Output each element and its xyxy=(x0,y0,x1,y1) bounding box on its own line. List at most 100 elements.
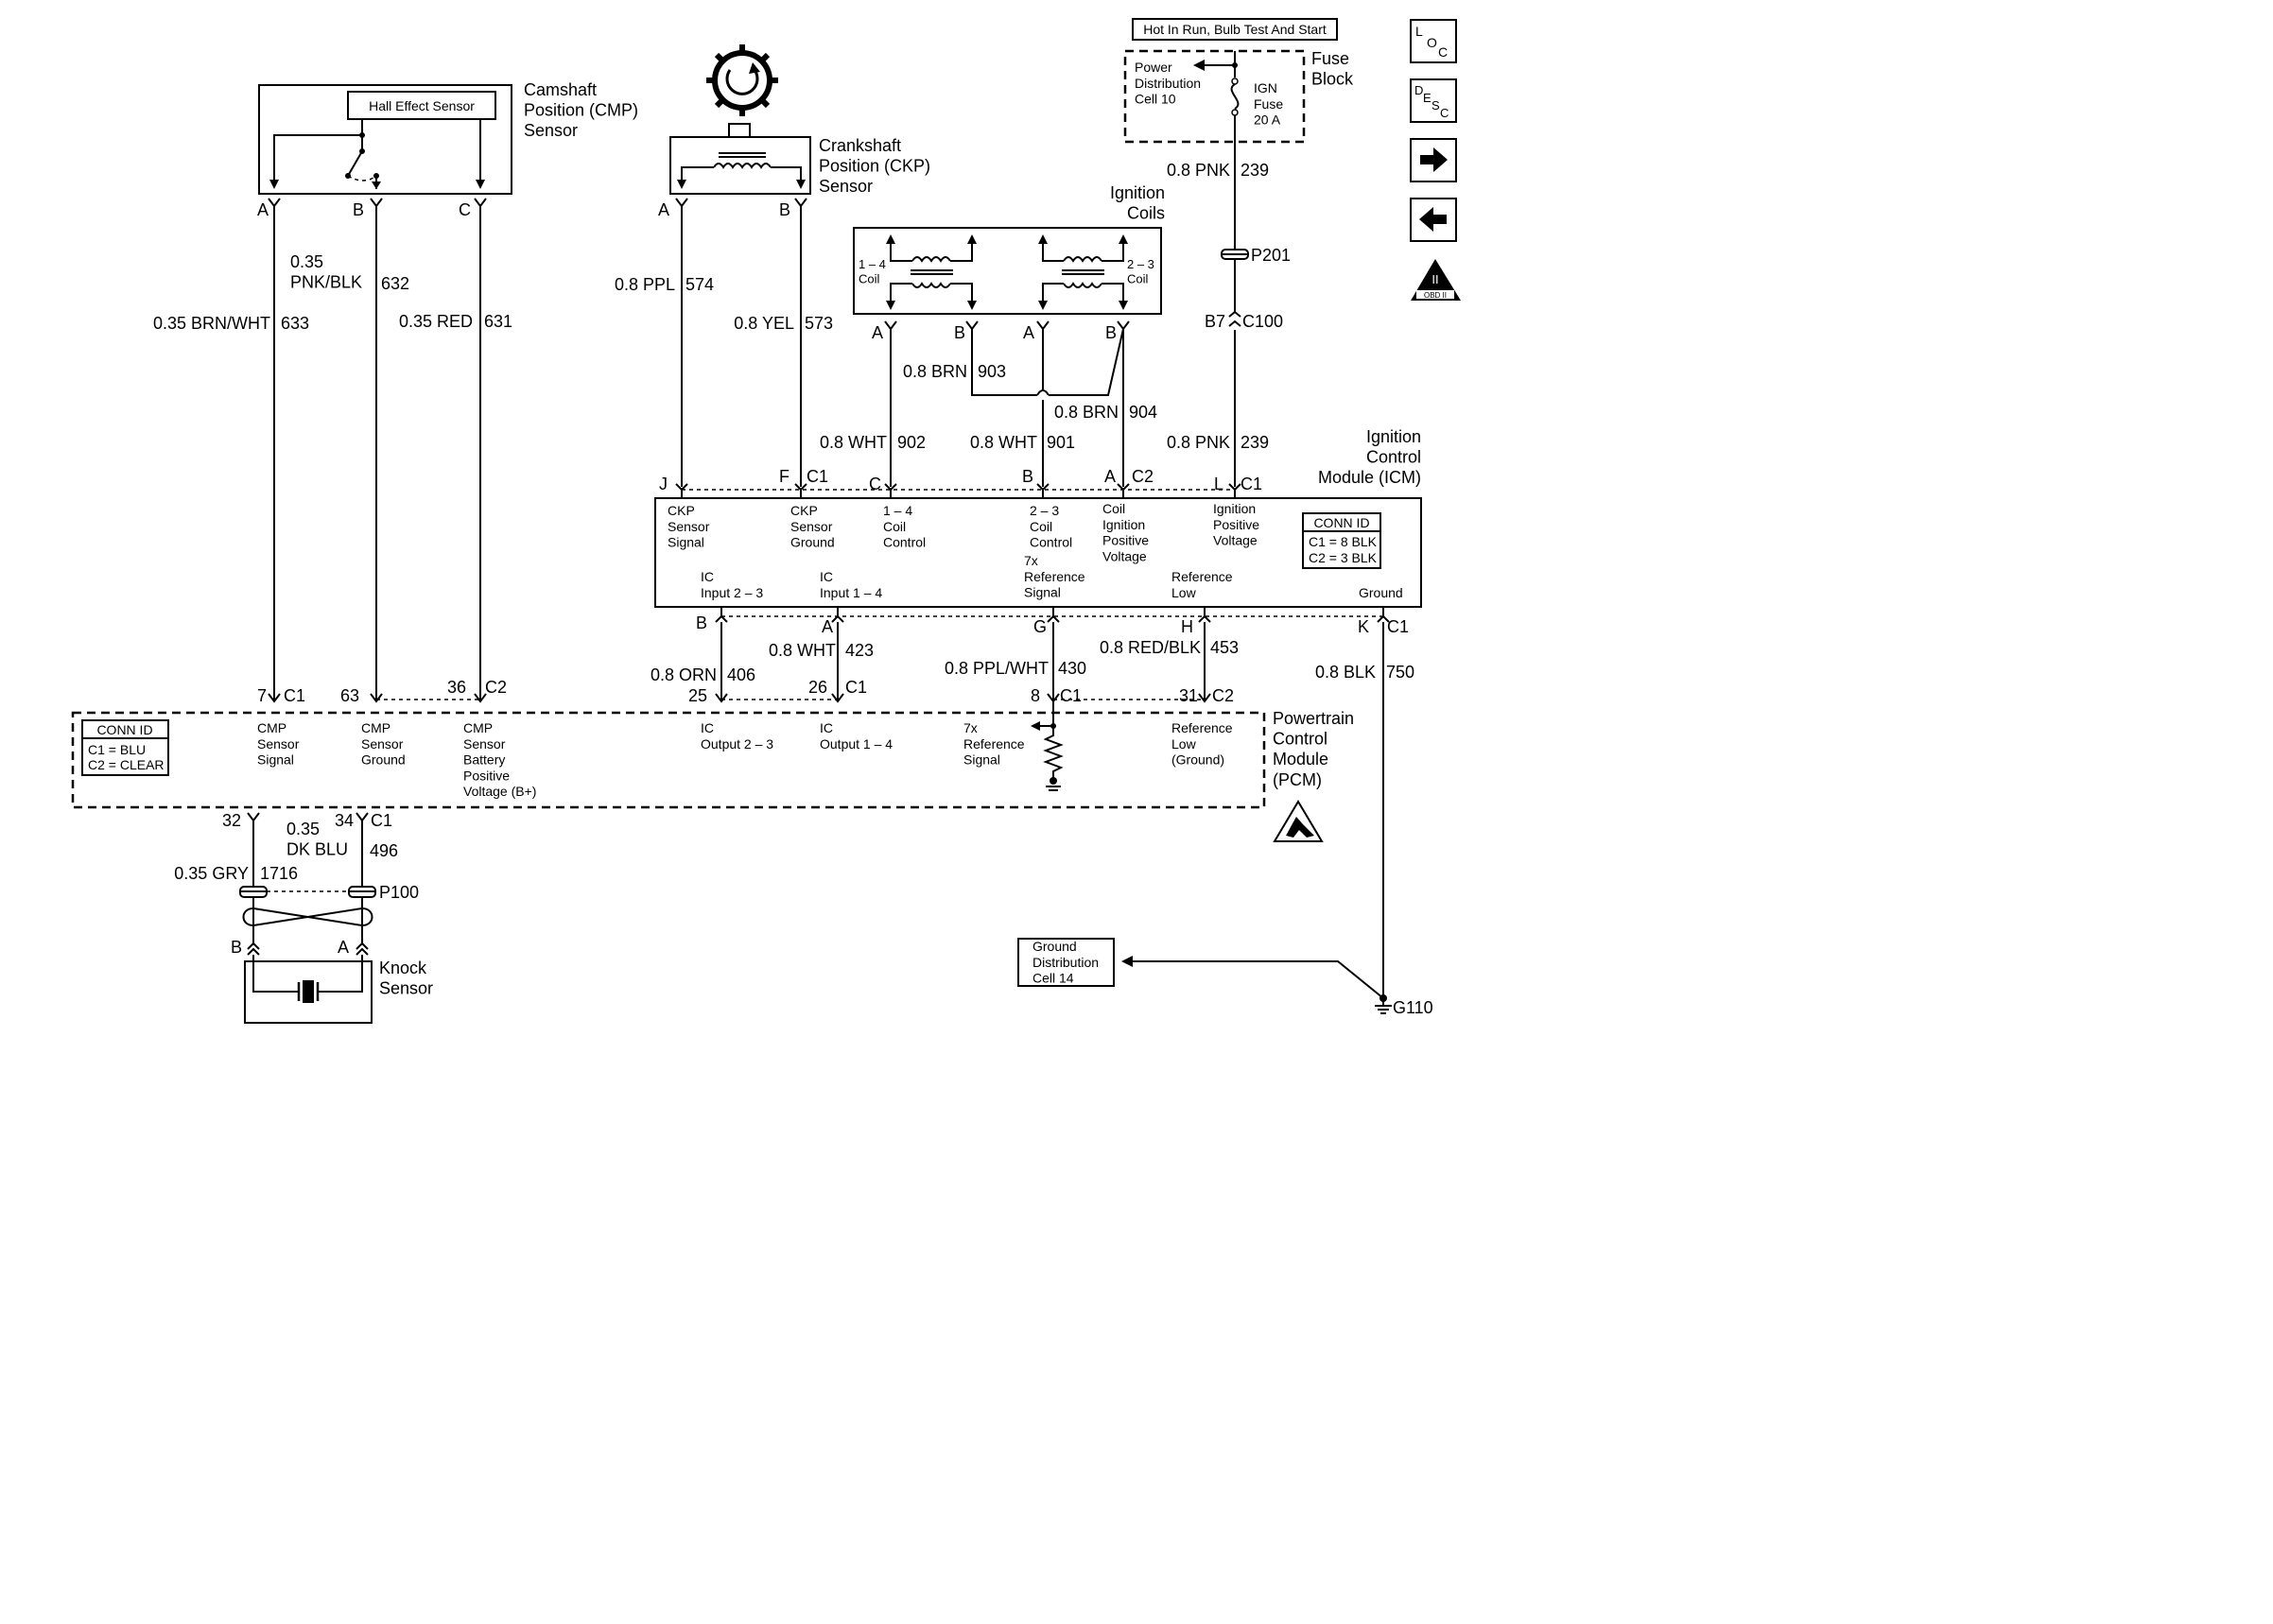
cmp-pin-a: A xyxy=(257,200,269,219)
wire-circuit: 453 xyxy=(1210,638,1239,657)
wire-label: 0.8 YEL xyxy=(734,314,794,333)
pcm-pin: 36 xyxy=(447,678,466,697)
wire-circuit: 1716 xyxy=(260,864,298,883)
p100-splice: P100 xyxy=(239,883,419,927)
pcm-pin: 31 xyxy=(1179,686,1198,705)
conn-id-line: C1 = BLU xyxy=(88,742,146,757)
cmp-pin-b: B xyxy=(353,200,364,219)
icm-pin: J xyxy=(659,475,668,493)
obd-ii-icon[interactable]: II OBD II xyxy=(1411,259,1461,301)
svg-text:C: C xyxy=(1440,106,1449,120)
p100-label: P100 xyxy=(379,883,419,902)
desc-icon[interactable]: D E S C xyxy=(1410,78,1457,123)
wire-circuit: 430 xyxy=(1058,659,1086,678)
coil-wires xyxy=(890,328,1124,487)
pcm-connector-label: C1 xyxy=(284,686,305,705)
p201-label: P201 xyxy=(1251,246,1291,265)
icm-pin: K xyxy=(1358,617,1369,636)
icm-pin: B xyxy=(696,613,707,632)
svg-text:S: S xyxy=(1431,98,1440,112)
pcm-pin: 7 xyxy=(257,686,267,705)
hall-effect-label: Hall Effect Sensor xyxy=(369,98,475,113)
icm-pin: H xyxy=(1181,617,1193,636)
wire-circuit: 904 xyxy=(1129,403,1157,422)
icm-connector-label: C2 xyxy=(1132,467,1154,486)
cmp-pin-c: C xyxy=(459,200,471,219)
conn-id-title: CONN ID xyxy=(1313,515,1369,530)
wire-label: 0.8 PNK xyxy=(1167,161,1230,180)
svg-text:C: C xyxy=(1438,44,1448,60)
svg-text:D: D xyxy=(1414,83,1423,97)
wire-circuit: 573 xyxy=(805,314,833,333)
pcm-connector-top: 7 C1 63 36 C2 25 26 C1 8 C1 31 C2 xyxy=(257,678,1234,705)
wire-circuit: 631 xyxy=(484,312,512,331)
pcm-connector-label: C2 xyxy=(1212,686,1234,705)
wire-circuit: 574 xyxy=(685,275,714,294)
sensor-wires xyxy=(273,206,802,700)
reference-resistor-icon xyxy=(1031,701,1064,791)
wire-circuit: 901 xyxy=(1047,433,1075,452)
pcm-pin: 34 xyxy=(335,811,354,830)
reluctor-wheel-icon xyxy=(706,44,778,116)
coil-pin-a: A xyxy=(1023,323,1034,342)
wire-label: 0.35 RED xyxy=(399,312,473,331)
wire-circuit: 406 xyxy=(727,665,755,684)
wire-circuit: 423 xyxy=(845,641,874,660)
wire-circuit: 902 xyxy=(897,433,926,452)
g110-label: G110 xyxy=(1393,998,1433,1017)
pcm-connector-label: C1 xyxy=(845,678,867,697)
conn-id-line: C2 = CLEAR xyxy=(88,757,165,772)
wire-label: 0.8 WHT xyxy=(970,433,1037,452)
wire-label: 0.8 BLK xyxy=(1315,663,1376,682)
icm-pcm-wires xyxy=(720,622,1384,995)
pcm-pin: 25 xyxy=(688,686,707,705)
knock-pin-b: B xyxy=(231,938,242,957)
pcm-connector-bottom: 32 34 C1 xyxy=(222,811,392,830)
wire-label: 0.8 PNK xyxy=(1167,433,1230,452)
icm-connector-top: J F C1 C B A C2 L C1 xyxy=(659,467,1262,498)
wire-circuit: 632 xyxy=(381,274,409,293)
icm-pin: G xyxy=(1033,617,1047,636)
arrow-left-icon[interactable] xyxy=(1410,198,1457,242)
conn-id-title: CONN ID xyxy=(96,722,152,737)
pcm-connector-label: C2 xyxy=(485,678,507,697)
ckp-pin-a: A xyxy=(658,200,669,219)
wire-label: 0.8 PPL xyxy=(615,275,675,294)
conn-id-line: C1 = 8 BLK xyxy=(1309,534,1378,549)
wire-label: 0.35 BRN/WHT xyxy=(153,314,270,333)
fuse-block-header: Hot In Run, Bulb Test And Start xyxy=(1143,22,1327,37)
icm-pin: C xyxy=(869,475,881,493)
wire-label: 0.8 RED/BLK xyxy=(1100,638,1201,657)
ckp-pin-b: B xyxy=(779,200,790,219)
arrow-right-icon[interactable] xyxy=(1410,138,1457,182)
pcm-pin: 8 xyxy=(1031,686,1040,705)
loc-icon[interactable]: L O C xyxy=(1410,19,1457,63)
p201-splice: P201 xyxy=(1221,246,1291,265)
conn-id-line: C2 = 3 BLK xyxy=(1309,550,1378,565)
svg-text:II: II xyxy=(1431,272,1438,286)
coil-pin-b: B xyxy=(954,323,965,342)
wire-circuit: 633 xyxy=(281,314,309,333)
